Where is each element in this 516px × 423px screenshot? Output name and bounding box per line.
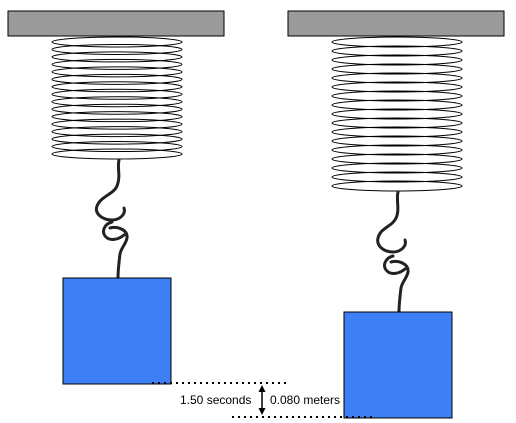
displacement-label: 0.080 meters [270, 393, 340, 407]
spring-coil [331, 36, 463, 48]
spring-coil [331, 162, 463, 174]
spring-coil [51, 126, 183, 138]
right-hook [376, 190, 410, 314]
spring-coil [331, 45, 463, 57]
spring-coil [51, 148, 183, 160]
spring-coil [331, 153, 463, 165]
spring-coil [331, 144, 463, 156]
spring-coil [331, 90, 463, 102]
spring-coil [51, 81, 183, 93]
time-label: 1.50 seconds [180, 393, 251, 407]
spring-coil [331, 63, 463, 75]
arrow-head-up [258, 385, 266, 392]
spring-coil [51, 36, 183, 48]
spring-coil [331, 54, 463, 66]
spring-coil [51, 58, 183, 70]
spring-coil [331, 135, 463, 147]
spring-coil [51, 103, 183, 115]
spring-coil [331, 72, 463, 84]
arrow-head-down [258, 408, 266, 415]
left-mass [62, 277, 172, 385]
right-ceiling [287, 10, 505, 37]
spring-coil [51, 141, 183, 153]
spring-coil [331, 171, 463, 183]
spring-coil [51, 66, 183, 78]
displacement-marker [152, 382, 372, 418]
spring-coil [51, 96, 183, 108]
right-system [287, 10, 505, 419]
spring-coil [51, 133, 183, 145]
spring-coil [331, 99, 463, 111]
left-ceiling [7, 10, 225, 37]
spring-coil [331, 108, 463, 120]
spring-coil [331, 117, 463, 129]
spring-coil [51, 73, 183, 85]
spring-coil [51, 111, 183, 123]
spring-coil [51, 43, 183, 55]
spring-coil [51, 118, 183, 130]
spring-coil [51, 88, 183, 100]
spring-coil [331, 81, 463, 93]
spring-coil [331, 126, 463, 138]
left-system [7, 10, 225, 385]
right-spring [331, 36, 463, 192]
left-hook [94, 158, 129, 280]
right-mass [343, 311, 453, 419]
left-spring [51, 36, 183, 160]
spring-coil [51, 51, 183, 63]
